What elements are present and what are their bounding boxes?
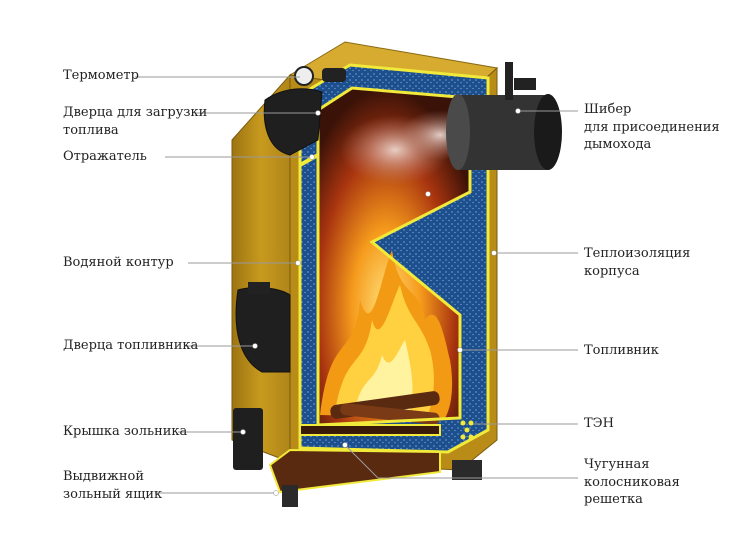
label-reflector: Отражатель [63, 149, 147, 164]
dot-grate [342, 442, 348, 448]
chamber-contour-outline [316, 86, 472, 427]
fuel-loading-door [263, 88, 323, 156]
label-damper-flue: Шибер для присоединения дымохода [584, 102, 720, 153]
label-load-door: Дверца для загрузки топлива [63, 105, 208, 138]
dot-firebox-door [252, 343, 258, 349]
ash-lid-shape [233, 408, 263, 470]
dot-smoke [425, 191, 431, 197]
firebox-door-hinge [248, 282, 270, 294]
reflector-plate [299, 153, 319, 167]
label-ash-lid: Крышка зольника [63, 424, 188, 439]
boiler-leg-right [452, 460, 482, 480]
dot-load-door [315, 110, 321, 116]
label-water-circuit: Водяной контур [63, 255, 174, 270]
inner-contour-outline [298, 63, 490, 454]
label-insulation: Теплоизоляция корпуса [584, 246, 691, 279]
dot-damper [515, 108, 521, 114]
dot-reflector [309, 154, 315, 160]
flue-pipe [446, 62, 562, 170]
boiler-leg-left [282, 485, 298, 507]
dot-insulation [491, 250, 497, 256]
label-heater: ТЭН [584, 416, 614, 431]
thermometer-gauge [294, 66, 346, 86]
ash-pan [268, 448, 441, 494]
label-ash-drawer: Выдвижной зольный ящик [63, 469, 163, 502]
label-thermometer: Термометр [63, 68, 139, 83]
dot-ash-lid [240, 429, 246, 435]
heating-element [460, 420, 474, 440]
cast-iron-grate [299, 424, 441, 436]
label-grate: Чугунная колосниковая решетка [584, 457, 680, 508]
fire-flames [320, 250, 453, 418]
label-firebox: Топливник [584, 343, 659, 358]
label-firebox-door: Дверца топливника [63, 338, 199, 353]
dot-water-circuit [295, 260, 301, 266]
dot-firebox [457, 347, 463, 353]
leader-grate [344, 444, 379, 479]
dot-ash-drawer [273, 490, 279, 496]
